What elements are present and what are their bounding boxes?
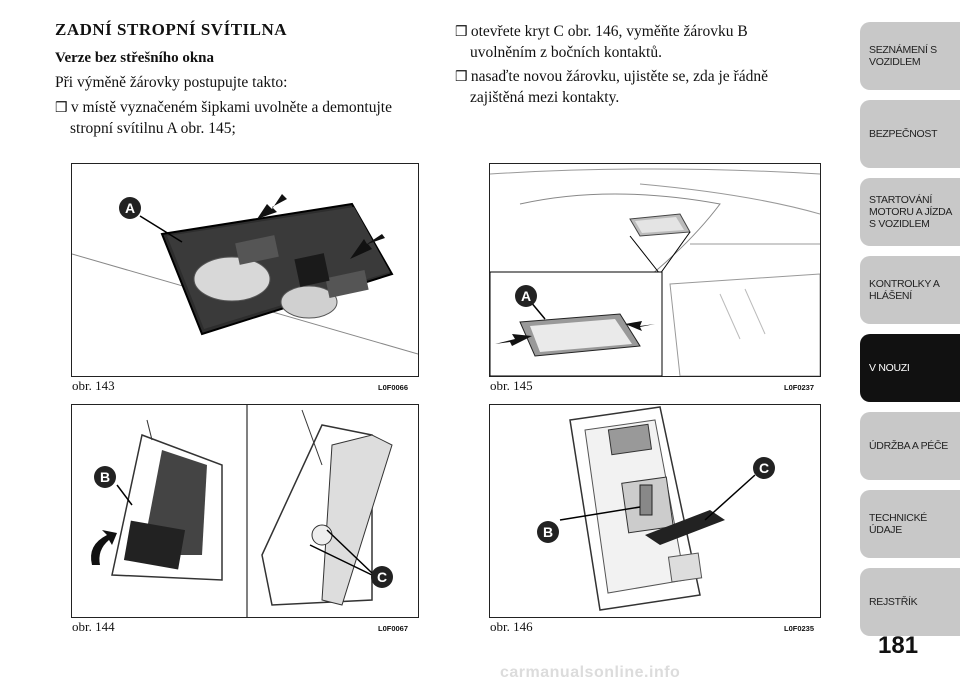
roof-lamp-illustration: A <box>72 194 418 355</box>
tab-udrzba[interactable]: ÚDRŽBA A PÉČE <box>860 412 960 480</box>
section-title: ZADNÍ STROPNÍ SVÍTILNA <box>55 20 288 39</box>
caption-146: obr. 146 <box>490 619 533 634</box>
tab-startovani[interactable]: STARTOVÁNÍ MOTORU A JÍZDA S VOZIDLEM <box>860 178 960 246</box>
label-a: A <box>521 288 531 304</box>
checkbox-bullet-icon: ❒ <box>455 25 468 40</box>
label-c: C <box>377 569 387 585</box>
car-interior-illustration: A <box>490 168 820 376</box>
step-1-line1: v místě vyznačeném šipkami uvolněte a de… <box>70 99 392 116</box>
bulb-replacement-illustration: B C <box>537 406 775 611</box>
tab-kontrolky[interactable]: KONTROLKY A HLÁŠENÍ <box>860 256 960 324</box>
label-b: B <box>100 469 110 485</box>
tab-label: V NOUZI <box>869 362 910 374</box>
intro-text: Při výměně žárovky postupujte takto: <box>55 74 288 91</box>
step-3-line2: zajištěná mezi kontakty. <box>470 89 620 106</box>
figure-144: B C <box>71 404 419 618</box>
tab-v-nouzi[interactable]: V NOUZI <box>860 334 960 402</box>
tab-bezpecnost[interactable]: BEZPEČNOST <box>860 100 960 168</box>
figure-code-145: L0F0237 <box>784 383 815 392</box>
figure-143: A <box>71 163 419 377</box>
step-3: ❒ nasaďte novou žárovku, ujistěte se, zd… <box>455 67 835 108</box>
watermark: carmanualsonline.info <box>500 664 681 681</box>
tab-label: REJSTŘÍK <box>869 596 918 608</box>
step-1-line2: stropní svítilnu A obr. 145; <box>70 120 236 137</box>
caption-144: obr. 144 <box>72 619 115 634</box>
checkbox-bullet-icon: ❒ <box>55 101 68 116</box>
figure-code-146: L0F0235 <box>784 624 815 633</box>
tab-seznameni[interactable]: SEZNÁMENÍ S VOZIDLEM <box>860 22 960 90</box>
label-a: A <box>125 200 135 216</box>
step-2-line2: uvolněním z bočních kontaktů. <box>470 44 662 61</box>
tab-label: SEZNÁMENÍ S VOZIDLEM <box>869 44 937 68</box>
tab-label: KONTROLKY A HLÁŠENÍ <box>869 278 940 302</box>
page-number: 181 <box>878 632 919 659</box>
figure-code-143: L0F0066 <box>378 383 409 392</box>
tab-rejstrik[interactable]: REJSTŘÍK <box>860 568 960 636</box>
step-3-line1: nasaďte novou žárovku, ujistěte se, zda … <box>470 68 768 85</box>
figure-145: A <box>489 163 821 377</box>
tab-label: STARTOVÁNÍ MOTORU A JÍZDA S VOZIDLEM <box>869 194 952 230</box>
step-2-line1: otevřete kryt C obr. 146, vyměňte žárovk… <box>470 23 748 40</box>
lamp-removal-illustration: B C <box>91 405 393 617</box>
tab-label: TECHNICKÉ ÚDAJE <box>869 512 927 536</box>
label-c: C <box>759 460 769 476</box>
caption-145: obr. 145 <box>490 378 533 393</box>
tab-technicke-udaje[interactable]: TECHNICKÉ ÚDAJE <box>860 490 960 558</box>
tab-label: BEZPEČNOST <box>869 128 938 140</box>
step-2: ❒ otevřete kryt C obr. 146, vyměňte žáro… <box>455 22 835 63</box>
section-subtitle: Verze bez střešního okna <box>55 50 215 66</box>
step-1: ❒ v místě vyznačeném šipkami uvolněte a … <box>55 98 455 139</box>
caption-143: obr. 143 <box>72 378 115 393</box>
label-b: B <box>543 524 553 540</box>
figure-code-144: L0F0067 <box>378 624 409 633</box>
checkbox-bullet-icon: ❒ <box>455 70 468 85</box>
figure-146: B C <box>489 404 821 618</box>
tab-label: ÚDRŽBA A PÉČE <box>869 440 948 452</box>
